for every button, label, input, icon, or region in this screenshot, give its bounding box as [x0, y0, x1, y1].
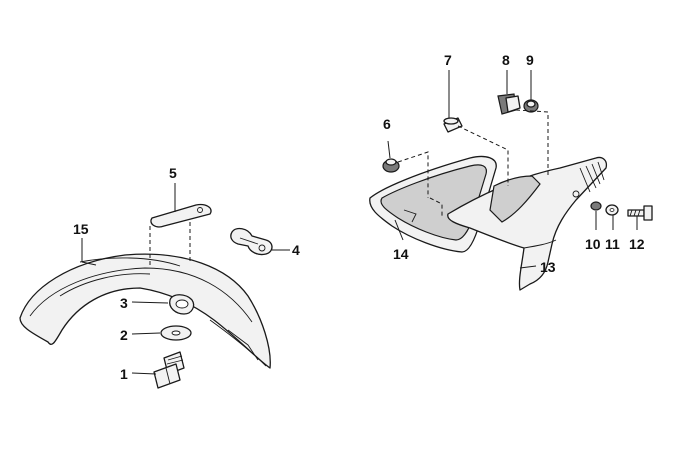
- callout-2: 2: [120, 327, 128, 343]
- callout-7: 7: [444, 52, 452, 68]
- small-grommet-part: [523, 99, 539, 113]
- clip-nut-part: [497, 93, 521, 115]
- callout-8: 8: [502, 52, 510, 68]
- callout-15: 15: [73, 221, 89, 237]
- chain-guard-part: [447, 156, 608, 291]
- callout-10: 10: [585, 236, 601, 252]
- callout-4: 4: [292, 242, 300, 258]
- clip-part: [169, 294, 195, 315]
- callout-14: 14: [393, 246, 409, 262]
- fender-part: [19, 253, 271, 369]
- spacer-part: [443, 117, 463, 133]
- callout-9: 9: [526, 52, 534, 68]
- callout-12: 12: [629, 236, 645, 252]
- callout-13: 13: [540, 259, 556, 275]
- grommet-part: [382, 158, 400, 173]
- bracket-plate-part: [150, 203, 212, 228]
- callout-1: 1: [120, 366, 128, 382]
- flat-washer-part: [605, 204, 619, 216]
- callout-6: 6: [383, 116, 391, 132]
- clamp-part: [230, 227, 273, 256]
- callout-11: 11: [605, 236, 620, 252]
- callout-3: 3: [120, 295, 128, 311]
- bolt-part: [153, 351, 185, 389]
- callout-5: 5: [169, 165, 177, 181]
- washer-part: [160, 325, 192, 341]
- screw-part: [627, 205, 653, 221]
- small-washer-part: [590, 201, 602, 211]
